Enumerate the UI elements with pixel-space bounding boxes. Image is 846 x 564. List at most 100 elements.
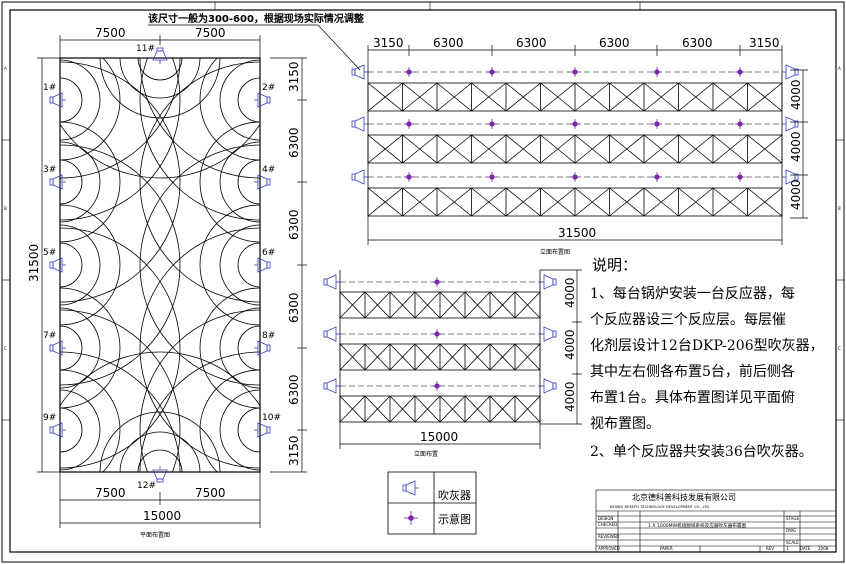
elong-dim-top-1: 6300 xyxy=(433,36,464,50)
coverage-arc xyxy=(60,144,181,386)
elong-catalyst-layer-2 xyxy=(367,134,783,164)
frame-ticks xyxy=(2,2,844,421)
elevation-long-rows xyxy=(351,64,799,218)
dot-icon xyxy=(406,69,412,75)
coverage-arc xyxy=(60,121,121,243)
title-bottom-mid: REV xyxy=(766,546,774,551)
dot-icon xyxy=(434,331,440,337)
elong-dim-top-5: 3150 xyxy=(749,36,780,50)
plan-label-5: 5# xyxy=(43,248,56,258)
dot-icon xyxy=(406,121,412,127)
plan-dim-bottom-lines xyxy=(59,472,261,528)
coverage-arc xyxy=(237,77,260,123)
title-bottom-left: PAPER xyxy=(660,546,673,551)
eshort-blower-line-3 xyxy=(323,378,557,394)
elevation-short: 4000 4000 4000 15000 立面布置 xyxy=(323,269,582,458)
coverage-arc xyxy=(237,325,260,371)
plan-label-12: 12# xyxy=(137,481,156,491)
blower-icon xyxy=(539,274,557,290)
coverage-arc xyxy=(139,144,260,386)
coverage-arc xyxy=(219,59,260,141)
plan-label-11: 11# xyxy=(136,44,155,54)
plan-dim-bottom-left: 7500 xyxy=(95,486,126,500)
top-note-leader-diag xyxy=(317,24,361,71)
notes-line-6: 2、单个反应器共安装36台吹灰器。 xyxy=(590,443,813,460)
coverage-arc xyxy=(139,58,260,221)
plan-dim-right-3: 6300 xyxy=(287,292,301,323)
plan-label-6: 6# xyxy=(262,248,275,258)
plan-outline xyxy=(59,57,261,473)
frame-label-right-b: B xyxy=(838,206,841,211)
coverage-arc xyxy=(139,309,260,472)
notes-line-2: 化剂层设计12台DKP-206型吹灰器， xyxy=(590,338,824,354)
plan-label-3: 3# xyxy=(43,165,56,175)
coverage-arc xyxy=(199,204,260,326)
coverage-arc xyxy=(137,449,183,472)
eshort-catalyst-layer-1 xyxy=(339,291,541,319)
plan-blower-6 xyxy=(253,257,271,273)
notes-line-3: 其中左右侧各布置5台，前后侧各 xyxy=(590,363,795,380)
coverage-arc xyxy=(99,58,221,119)
coverage-arc xyxy=(60,141,101,223)
coverage-arc xyxy=(139,227,260,469)
elevation-short-rows xyxy=(323,270,557,424)
blower-icon xyxy=(781,64,799,80)
notes-title: 说明： xyxy=(592,256,637,274)
blower-icon xyxy=(323,378,341,394)
coverage-arc xyxy=(60,58,121,161)
elong-dim-top-3: 6300 xyxy=(599,36,630,50)
legend-blower-label: 吹灰器 xyxy=(438,488,471,502)
frame-label-right-c: C xyxy=(838,346,841,351)
coverage-arc xyxy=(60,58,181,179)
coverage-arc xyxy=(219,141,260,223)
eshort-blower-line-2 xyxy=(323,326,557,342)
plan-dim-bottom-total: 15000 xyxy=(143,509,181,523)
plan-coverage-arcs xyxy=(60,58,260,472)
plan-blower-7 xyxy=(49,340,67,356)
coverage-arc xyxy=(119,431,201,472)
eshort-dim-bottom-lines xyxy=(339,424,541,449)
title-label-stage: STAGE xyxy=(786,516,799,521)
frame-label-left-b: B xyxy=(4,206,7,211)
title-bottom-right-1: DATE xyxy=(800,546,811,551)
eshort-blower-line-1 xyxy=(323,274,557,290)
frame-label-left-a: A xyxy=(4,66,7,71)
dot-icon xyxy=(654,174,660,180)
blower-icon xyxy=(539,326,557,342)
legend-blower-icon xyxy=(402,480,420,496)
elong-dim-top-2: 6300 xyxy=(516,36,547,50)
title-block xyxy=(595,489,837,553)
plan-blower-3 xyxy=(49,174,67,190)
frame-label-left-c: C xyxy=(4,346,7,351)
eshort-dim-right-1: 4000 xyxy=(563,329,577,360)
plan-label-1: 1# xyxy=(43,83,56,93)
dot-icon xyxy=(434,279,440,285)
eshort-catalyst-layer-3 xyxy=(339,395,541,423)
elong-dim-top-4: 6300 xyxy=(682,36,713,50)
coverage-arc xyxy=(60,325,83,371)
coverage-arc xyxy=(60,351,260,407)
plan-dim-right-0: 3150 xyxy=(287,61,301,92)
title-label-dwg: DWG xyxy=(786,528,796,533)
elong-blower-line-3 xyxy=(351,169,799,185)
coverage-arc xyxy=(137,58,183,81)
notes-line-4: 布置1台。具体布置图详见平面俯 xyxy=(590,390,795,406)
dot-icon xyxy=(737,69,743,75)
dot-icon xyxy=(489,174,495,180)
coverage-arc xyxy=(219,307,260,389)
coverage-arc xyxy=(119,58,201,99)
dot-icon xyxy=(434,383,440,389)
coverage-arc xyxy=(60,307,101,389)
dot-icon xyxy=(572,69,578,75)
elevation-long: 3150 6300 6300 6300 6300 3150 4000 4000 … xyxy=(351,36,808,256)
plan-label-7: 7# xyxy=(43,331,56,341)
elong-blower-line-2 xyxy=(351,116,799,132)
legend-dot-icon xyxy=(404,511,418,525)
dot-icon xyxy=(737,174,743,180)
plan-blower-10 xyxy=(253,422,271,438)
coverage-arc xyxy=(60,242,83,288)
blower-icon xyxy=(351,64,369,80)
notes-line-1: 个反应器设三个反应层。每层催 xyxy=(590,311,786,328)
